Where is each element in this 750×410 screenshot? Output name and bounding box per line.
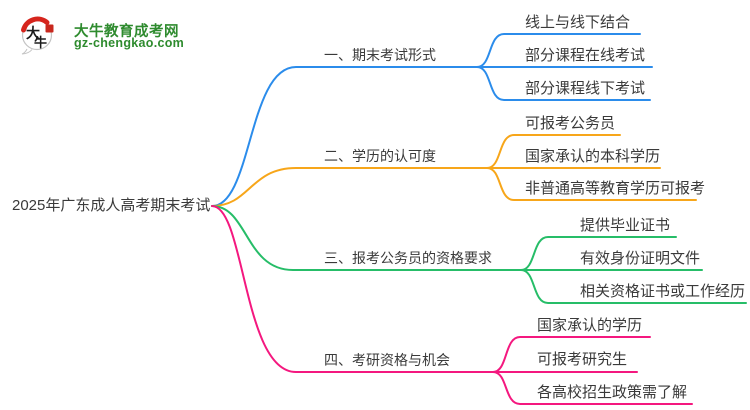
child-node-4-2: 可报考研究生: [537, 351, 628, 368]
child-node-1-1: 线上与线下结合: [525, 14, 631, 31]
branch-2-lines: [211, 134, 697, 207]
branch-3-lines: [211, 205, 747, 304]
child-node-1-3: 部分课程线下考试: [525, 80, 646, 97]
child-node-3-1: 提供毕业证书: [580, 217, 671, 234]
child-node-2-2: 国家承认的本科学历: [525, 148, 661, 165]
child-node-2-1: 可报考公务员: [525, 115, 616, 132]
branch-node-1: 一、期末考试形式: [324, 47, 436, 63]
child-node-3-3: 相关资格证书或工作经历: [580, 283, 746, 300]
branch-4-lines: [211, 205, 693, 405]
child-node-4-1: 国家承认的学历: [537, 317, 643, 334]
root-node: 2025年广东成人高考期末考试: [12, 197, 211, 214]
logo-domain-url: gz-chengkao.com: [74, 36, 185, 50]
child-node-4-3: 各高校招生政策需了解: [537, 384, 688, 401]
branch-node-4: 四、考研资格与机会: [324, 352, 450, 368]
branch-node-2: 二、学历的认可度: [324, 148, 436, 164]
site-logo: 大 牛 大牛教育成考网 gz-chengkao.com: [18, 13, 188, 57]
branch-1-lines: [211, 33, 653, 207]
child-node-1-2: 部分课程在线考试: [525, 47, 646, 64]
child-node-2-3: 非普通高等教育学历可报考: [525, 180, 706, 197]
svg-text:大: 大: [26, 25, 40, 42]
svg-text:牛: 牛: [34, 35, 47, 51]
child-node-3-2: 有效身份证明文件: [580, 250, 701, 267]
daniu-logo-icon: 大 牛: [21, 16, 54, 55]
branch-node-3: 三、报考公务员的资格要求: [324, 250, 492, 266]
logo-site-name: 大牛教育成考网: [74, 24, 179, 40]
